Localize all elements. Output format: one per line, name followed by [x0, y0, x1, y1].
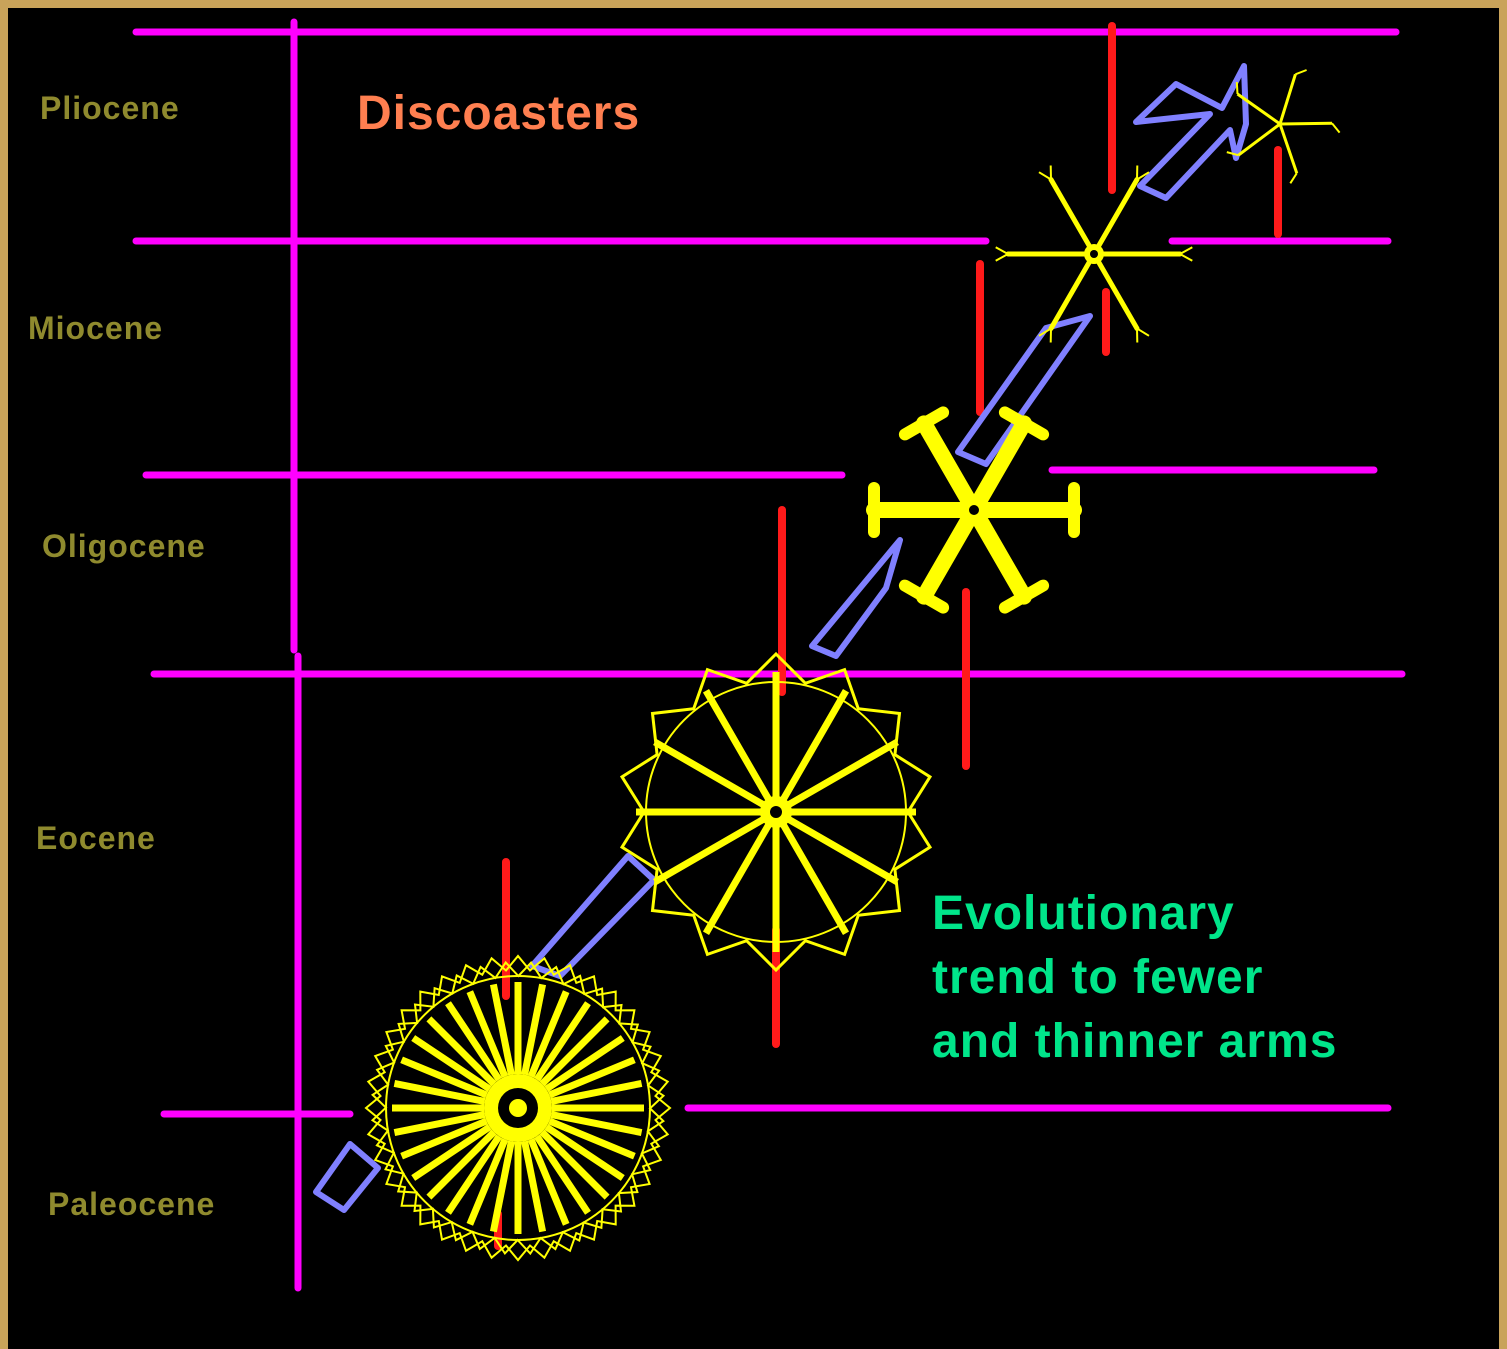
epoch-label-miocene: Miocene	[28, 310, 163, 347]
eocene-discoaster	[622, 654, 930, 970]
fossil-arm	[655, 819, 764, 882]
fossil-center-dot	[969, 505, 979, 515]
fossil-arm	[974, 510, 1024, 597]
epoch-label-oligocene: Oligocene	[42, 528, 206, 565]
fossils	[366, 70, 1340, 1260]
fossil-center-dot	[770, 806, 782, 818]
evolution-arrow	[532, 856, 654, 976]
fossil-arm-hook	[1332, 123, 1340, 132]
diagram-title: Discoasters	[357, 86, 640, 141]
evolution-caption: Evolutionary trend to fewer and thinner …	[932, 882, 1337, 1074]
caption-line: Evolutionary	[932, 882, 1337, 946]
evolution-arrow	[1136, 66, 1246, 198]
fossil-arm	[974, 423, 1024, 510]
fossil-arm	[783, 691, 846, 800]
fossil-arm	[783, 824, 846, 933]
fossil-arm-hook	[1237, 82, 1238, 94]
miocene-discoaster	[996, 166, 1193, 343]
fossil-arm-hook	[1295, 70, 1306, 74]
fossil-arm	[924, 510, 974, 597]
fossil-arm-fork	[1180, 247, 1192, 254]
fossil-center-dot	[1090, 250, 1098, 258]
oligocene-discoaster	[874, 412, 1074, 607]
epoch-label-pliocene: Pliocene	[40, 90, 180, 127]
evolution-arrow	[316, 1144, 378, 1210]
epoch-label-paleocene: Paleocene	[48, 1186, 215, 1223]
fossil-arm	[706, 824, 769, 933]
fossil-arm	[655, 742, 764, 805]
epoch-label-eocene: Eocene	[36, 820, 156, 857]
fossil-arm	[1280, 124, 1297, 173]
fossil-arm	[1280, 123, 1332, 124]
fossil-arm	[788, 742, 897, 805]
fossil-arm	[788, 819, 897, 882]
fossil-arm-fork	[1039, 172, 1051, 179]
fossil-arm-fork	[996, 247, 1008, 254]
epoch-boundary-lines	[136, 22, 1402, 1288]
fossil-arm	[1280, 74, 1295, 124]
fossil-arm-fork	[996, 254, 1008, 261]
fossil-arm	[1094, 254, 1137, 329]
fossil-arm	[706, 691, 769, 800]
caption-line: trend to fewer	[932, 946, 1337, 1010]
fossil-arm-fork	[1180, 254, 1192, 261]
fossil-arm-fork	[1137, 329, 1149, 336]
fossil-arm	[1051, 180, 1094, 255]
evolution-arrow	[812, 540, 900, 656]
fossil-arm-hook	[1290, 173, 1297, 183]
paleocene-discoaster	[366, 956, 670, 1260]
fossil-center-dot	[509, 1099, 527, 1117]
caption-line: and thinner arms	[932, 1010, 1337, 1074]
